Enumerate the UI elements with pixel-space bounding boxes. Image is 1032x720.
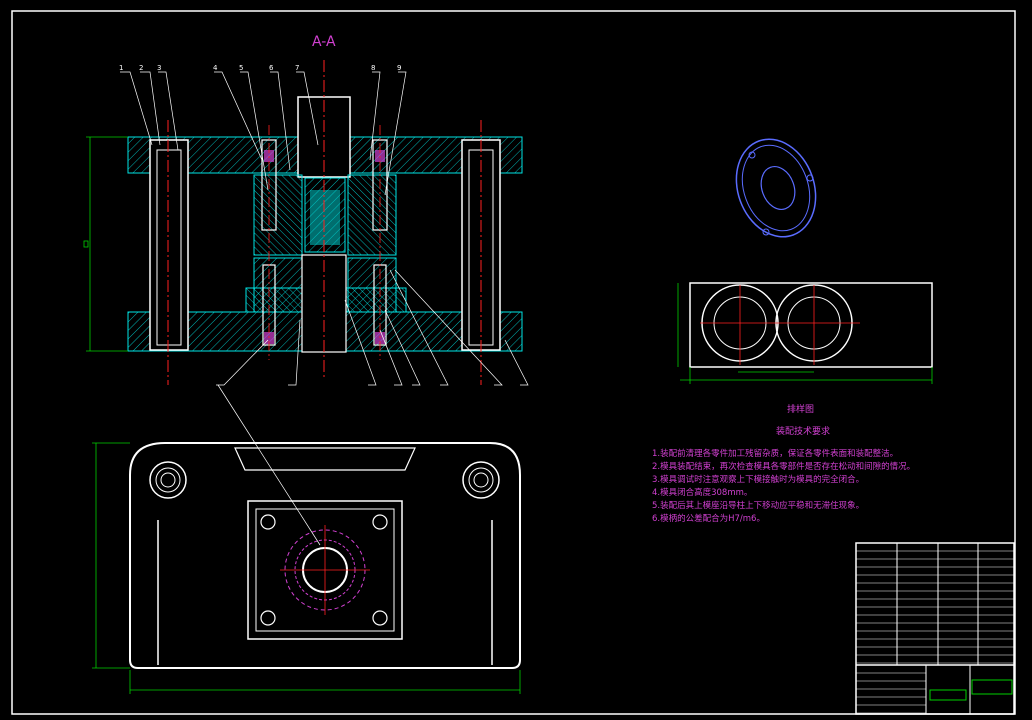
- svg-text:4: 4: [213, 64, 218, 72]
- tech-note: 5.装配后其上模座沿导柱上下移动应平稳和无滞住现象。: [652, 501, 865, 511]
- tech-note: 4.模具闭合高度308mm。: [652, 488, 753, 498]
- tech-note: 2.模具装配结束，再次检查模具各零部件是否存在松动和间隙的情况。: [652, 462, 916, 472]
- strip-layout: [677, 282, 933, 384]
- section-view: 1 2 3 4 5 6 7 8 9: [83, 60, 529, 386]
- drawing-border: [11, 10, 1016, 715]
- svg-text:6: 6: [269, 64, 274, 72]
- svg-text:5: 5: [239, 64, 243, 72]
- section-label: A-A: [312, 34, 336, 50]
- layout-title: 排样图: [787, 405, 815, 415]
- title-block: [855, 542, 1015, 715]
- tech-notes-list: 1.装配前清理各零件加工残留杂质，保证各零件表面和装配整洁。 2.模具装配结束，…: [652, 448, 982, 526]
- svg-text:8: 8: [371, 64, 375, 72]
- tech-requirements-title: 装配技术要求: [776, 427, 831, 437]
- part-iso-view: [735, 138, 817, 238]
- tech-note: 1.装配前清理各零件加工残留杂质，保证各零件表面和装配整洁。: [652, 449, 899, 459]
- svg-text:1: 1: [119, 64, 123, 72]
- tech-note: 6.模柄的公差配合为H7/m6。: [652, 514, 765, 524]
- svg-text:7: 7: [295, 64, 299, 72]
- svg-text:9: 9: [397, 64, 401, 72]
- svg-text:3: 3: [157, 64, 161, 72]
- title-block-rows: [856, 550, 1014, 714]
- svg-text:2: 2: [139, 64, 143, 72]
- tech-note: 3.模具调试时注意观察上下模接触时为模具的完全闭合。: [652, 475, 865, 485]
- plan-view: [92, 384, 521, 694]
